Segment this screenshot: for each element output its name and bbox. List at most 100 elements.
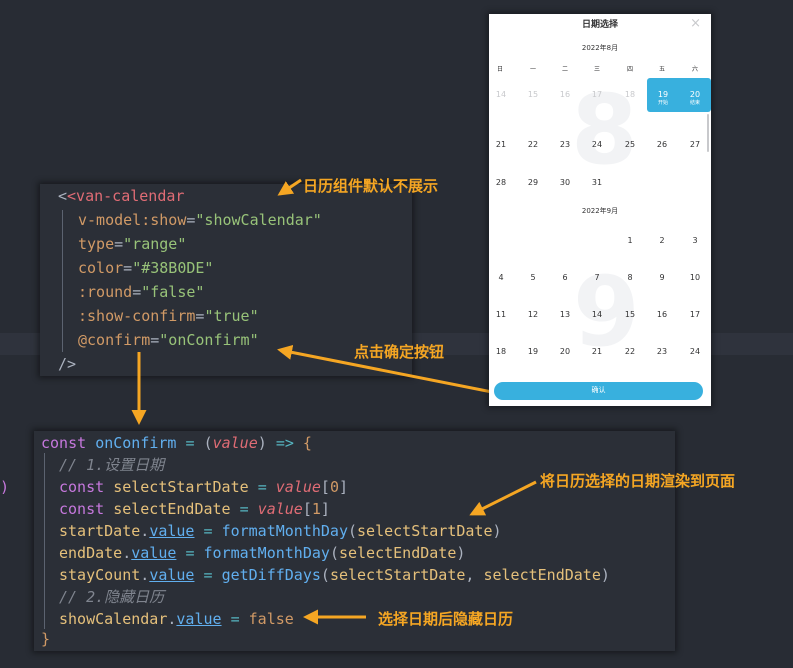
calendar-popup: 日期选择 × 2022年8月 日 一 二 三 四 五 六 8 9 14 15 1… bbox=[489, 14, 711, 406]
arrow-to-format-line bbox=[469, 480, 537, 516]
parameter: value bbox=[257, 500, 303, 518]
attr-value: "#38B0DE" bbox=[132, 259, 214, 277]
annotation-hide-after-select: 选择日期后隐藏日历 bbox=[378, 610, 514, 628]
calendar-day[interactable]: 30 bbox=[559, 178, 571, 187]
operator: = bbox=[203, 566, 213, 584]
calendar-day[interactable]: 26 bbox=[656, 140, 668, 149]
close-icon[interactable]: × bbox=[690, 16, 701, 31]
calendar-day[interactable]: 2 bbox=[659, 236, 665, 245]
calendar-day[interactable]: 22 bbox=[527, 140, 539, 149]
dot: . bbox=[122, 544, 132, 562]
operator: = bbox=[239, 500, 249, 518]
variable: startDate bbox=[59, 522, 141, 540]
bracket: [ bbox=[302, 500, 312, 518]
calendar-day[interactable]: 17 bbox=[689, 310, 701, 319]
calendar-day[interactable]: 23 bbox=[559, 140, 571, 149]
arrow-to-open-tag bbox=[277, 178, 302, 196]
calendar-day[interactable]: 24 bbox=[689, 347, 701, 356]
month-watermark: 9 bbox=[573, 256, 640, 368]
calendar-day[interactable]: 15 bbox=[624, 310, 636, 319]
variable: showCalendar bbox=[59, 610, 168, 628]
bracket: ] bbox=[320, 500, 330, 518]
annotation-render-dates: 将日历选择的日期渲染到页面 bbox=[540, 472, 736, 490]
tag-bracket: < bbox=[58, 187, 68, 205]
paren: ( bbox=[348, 522, 358, 540]
calendar-day[interactable]: 1 bbox=[627, 236, 633, 245]
brace: { bbox=[302, 434, 312, 452]
calendar-day[interactable]: 11 bbox=[495, 310, 507, 319]
calendar-day[interactable]: 27 bbox=[689, 140, 701, 149]
keyword: const bbox=[41, 434, 87, 452]
weekday: 六 bbox=[691, 66, 698, 73]
comma: , bbox=[465, 566, 484, 584]
parameter: value bbox=[275, 478, 321, 496]
attr-name: v-model:show bbox=[78, 211, 187, 229]
calendar-day[interactable]: 14 bbox=[591, 310, 603, 319]
annotation-default-hidden: 日历组件默认不展示 bbox=[303, 177, 439, 195]
property: value bbox=[149, 566, 195, 584]
calendar-day[interactable]: 24 bbox=[591, 140, 603, 149]
bracket: [ bbox=[320, 478, 330, 496]
equals: = bbox=[186, 211, 196, 229]
calendar-day: 17 bbox=[591, 90, 603, 99]
paren: ( bbox=[203, 434, 213, 452]
code-comment: // 1.设置日期 bbox=[59, 456, 165, 474]
calendar-day[interactable]: 22 bbox=[624, 347, 636, 356]
calendar-day[interactable]: 10 bbox=[689, 273, 701, 282]
calendar-day: 18 bbox=[624, 90, 636, 99]
arrow-confirm-to-attr bbox=[277, 344, 493, 394]
calendar-day[interactable]: 23 bbox=[656, 347, 668, 356]
argument: selectStartDate bbox=[357, 522, 493, 540]
dot: . bbox=[140, 566, 150, 584]
attr-name: color bbox=[78, 259, 124, 277]
paren: ) bbox=[492, 522, 502, 540]
calendar-day-range-end[interactable]: 20 结束 bbox=[679, 78, 711, 112]
annotation-confirm-button: 点击确定按钮 bbox=[354, 343, 445, 361]
calendar-day[interactable]: 31 bbox=[591, 178, 603, 187]
calendar-day[interactable]: 16 bbox=[656, 310, 668, 319]
calendar-day[interactable]: 3 bbox=[692, 236, 698, 245]
property: value bbox=[131, 544, 177, 562]
paren: ( bbox=[329, 544, 339, 562]
day-start-label: 开始 bbox=[657, 100, 668, 106]
code-line: color="#38B0DE" bbox=[78, 258, 213, 278]
confirm-button[interactable]: 确认 bbox=[494, 382, 703, 400]
calendar-day[interactable]: 13 bbox=[559, 310, 571, 319]
calendar-day[interactable]: 29 bbox=[527, 178, 539, 187]
variable: selectStartDate bbox=[113, 478, 249, 496]
equals: = bbox=[150, 331, 160, 349]
calendar-day[interactable]: 21 bbox=[591, 347, 603, 356]
property: value bbox=[176, 610, 222, 628]
calendar-day[interactable]: 25 bbox=[624, 140, 636, 149]
calendar-day-range-start[interactable]: 19 开始 bbox=[647, 78, 679, 112]
calendar-day[interactable]: 8 bbox=[627, 273, 633, 282]
variable: endDate bbox=[59, 544, 123, 562]
bracket: ] bbox=[338, 478, 348, 496]
operator: = bbox=[185, 544, 195, 562]
calendar-scrollbar[interactable] bbox=[707, 114, 709, 152]
operator: = bbox=[230, 610, 240, 628]
calendar-day[interactable]: 4 bbox=[498, 273, 504, 282]
calendar-day[interactable]: 18 bbox=[495, 347, 507, 356]
calendar-day[interactable]: 20 bbox=[559, 347, 571, 356]
weekday: 三 bbox=[593, 66, 600, 73]
tag-close: /> bbox=[58, 355, 77, 373]
day-number: 19 bbox=[657, 90, 669, 99]
calendar-day[interactable]: 7 bbox=[594, 273, 600, 282]
function-call: formatMonthDay bbox=[221, 522, 348, 540]
attr-name: :round bbox=[78, 283, 133, 301]
attr-name: @confirm bbox=[78, 331, 151, 349]
calendar-day[interactable]: 28 bbox=[495, 178, 507, 187]
function-name: onConfirm bbox=[95, 434, 177, 452]
calendar-day[interactable]: 9 bbox=[659, 273, 665, 282]
function-call: getDiffDays bbox=[221, 566, 321, 584]
calendar-day[interactable]: 21 bbox=[495, 140, 507, 149]
calendar-day[interactable]: 6 bbox=[562, 273, 568, 282]
code-line: const selectEndDate = value[1] bbox=[59, 499, 330, 519]
calendar-day[interactable]: 5 bbox=[530, 273, 536, 282]
calendar-day[interactable]: 19 bbox=[527, 347, 539, 356]
calendar-month-title: 2022年9月 bbox=[581, 207, 619, 215]
equals: = bbox=[132, 283, 142, 301]
calendar-day[interactable]: 12 bbox=[527, 310, 539, 319]
